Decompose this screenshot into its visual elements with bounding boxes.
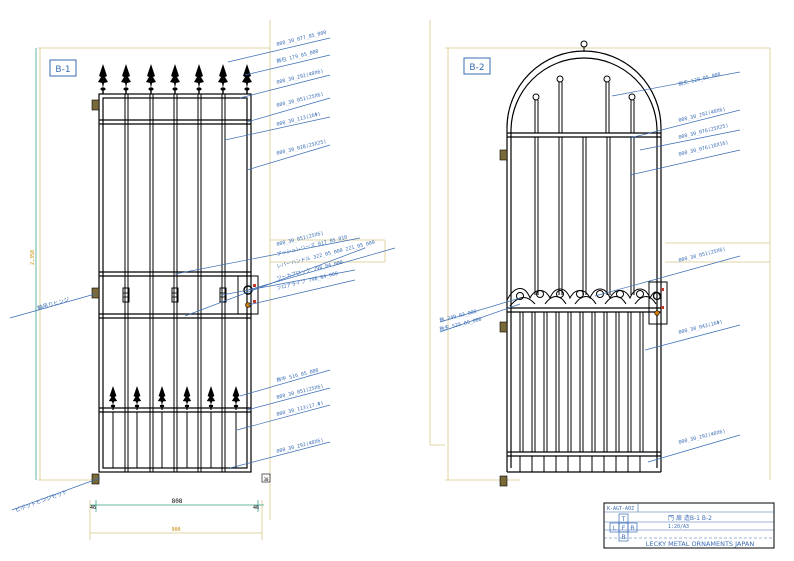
- view-b1-label-box: [49, 59, 77, 77]
- b1-callout-2: 000_30_292(40X6): [276, 68, 324, 85]
- view-b2: B-2: [429, 20, 771, 487]
- b1-lock-box: [237, 275, 259, 315]
- title-name: 門 扉 造B-1 B-2: [668, 514, 712, 522]
- b2-callout-4: 000_30_051(25X6): [678, 246, 726, 263]
- b1-callout-14: 000_30_292(40X6): [276, 437, 324, 454]
- b1-post-mark: 30: [264, 477, 269, 482]
- b1-dim-inner-width: 808: [172, 498, 183, 505]
- b1-callout-12: 000_30_051(25X6): [276, 383, 324, 400]
- b1-dim-right-gap: 46: [253, 505, 259, 511]
- view-b2-label-box: [463, 57, 491, 75]
- b1-left-callout-0: 軸吊りヒンジ: [36, 295, 70, 312]
- b1-callout-13: 000_30_113(17.Φ): [276, 400, 324, 417]
- b2-lock-box: [648, 281, 668, 325]
- b1-left-callout-1: ピボットヒンジセット: [14, 488, 68, 514]
- b1-dim-height: 2,350: [30, 250, 36, 265]
- view-b1: B-1: [9, 20, 396, 540]
- title-mark-l: L: [613, 525, 617, 532]
- title-mark-t: T: [621, 516, 626, 523]
- b2-callout-6: 000_30_292(40X6): [678, 428, 726, 445]
- title-mark-b: B: [621, 534, 625, 541]
- b1-dim-total-width: 900: [171, 527, 180, 533]
- b1-callout-0: 000_30_077_05_000: [276, 30, 327, 48]
- view-b1-label: B-1: [55, 65, 70, 75]
- b1-top-finials: [97, 63, 253, 95]
- title-scale: 1:20/A3: [668, 524, 689, 530]
- b2-callout-2: 000_30_076(25X25): [678, 123, 729, 141]
- b2-callout-5: 000_30_043(16Φ): [678, 319, 723, 336]
- title-company: LECKY METAL ORNAMENTS JAPAN: [646, 540, 755, 548]
- b2-callout-3: 000_30_076(16X16): [678, 140, 729, 158]
- b1-callout-4: 000_30_113(16Φ): [276, 111, 321, 128]
- title-block: T L F R B K-AGT-A0Z 門 扉 造B-1 B-2 1:20/A3…: [603, 502, 775, 549]
- title-code: K-AGT-A0Z: [607, 506, 634, 512]
- title-mark-f: F: [622, 525, 626, 532]
- title-mark-r: R: [630, 525, 634, 532]
- b1-dim-left-gap: 46: [90, 505, 96, 511]
- view-b2-label: B-2: [469, 63, 484, 73]
- b2-callout-0: 飾先 520_05_000: [678, 71, 722, 88]
- b2-ornament-band: [506, 288, 662, 307]
